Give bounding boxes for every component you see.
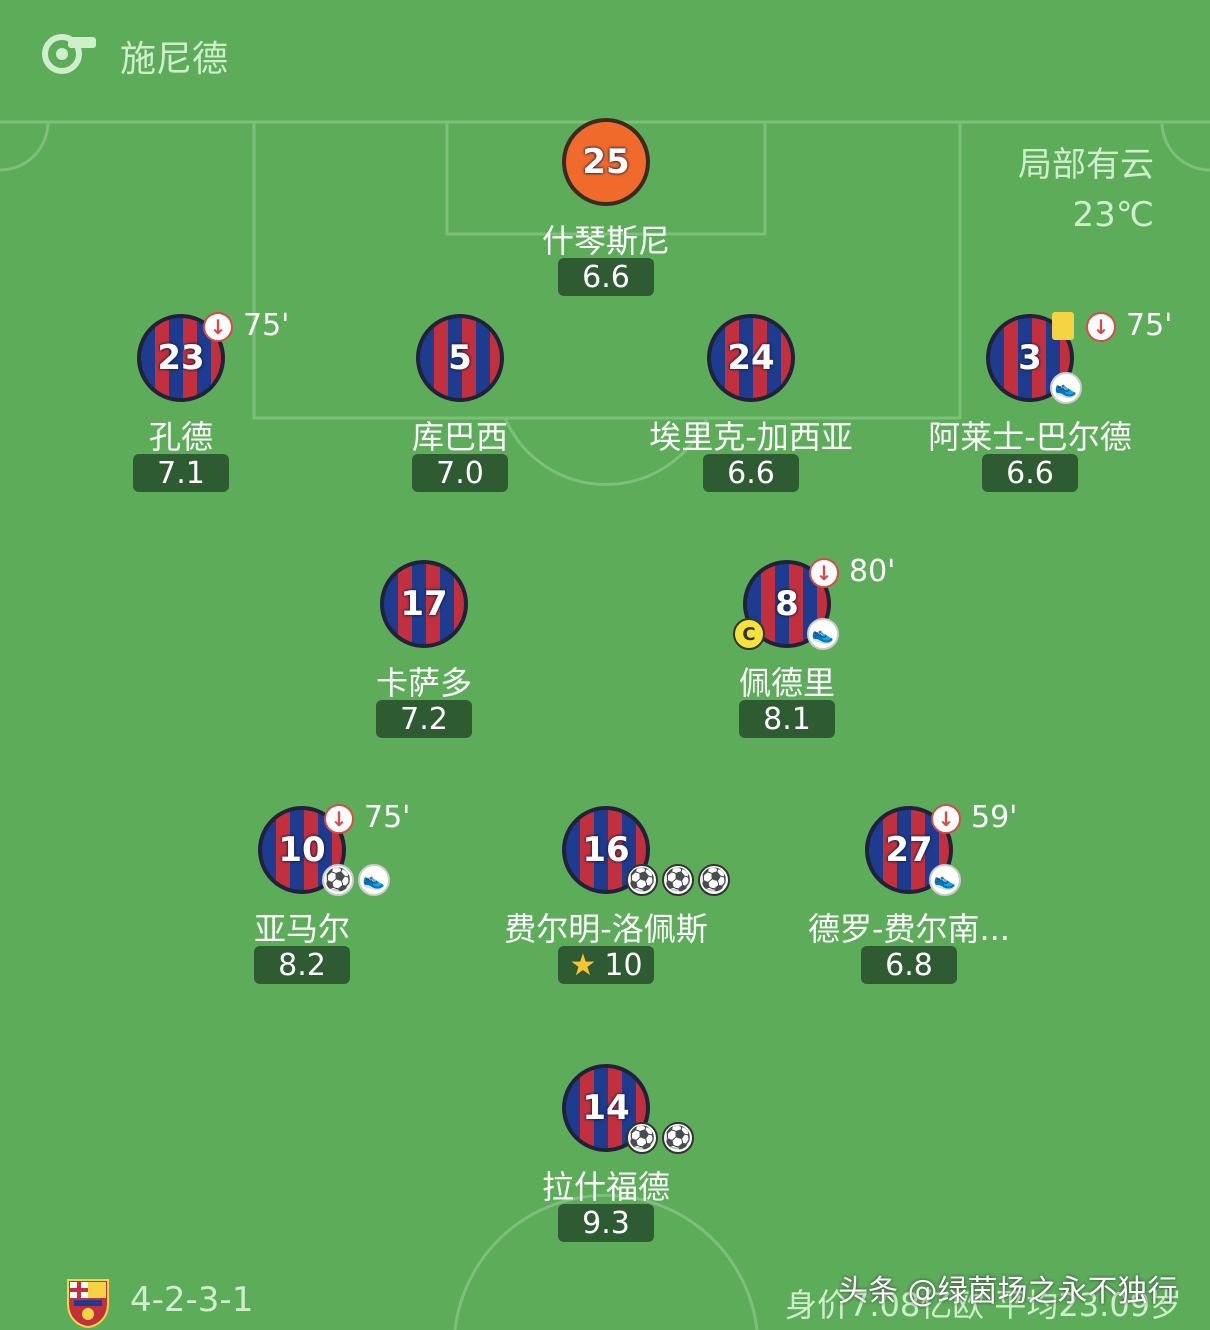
- rating-value: 7.0: [436, 455, 484, 491]
- goal-ball-icon: ⚽: [322, 864, 354, 896]
- shirt-number: 16: [582, 830, 630, 870]
- sub-minute: 59': [971, 800, 1018, 835]
- sub-minute: 75': [243, 308, 290, 343]
- assist-boot-icon: 👟: [1050, 372, 1082, 404]
- assist-boot-icon: 👟: [929, 864, 961, 896]
- weather-temperature: 23℃: [1072, 195, 1154, 235]
- header-bar: 施尼德: [0, 0, 1210, 120]
- weather-condition: 局部有云: [1018, 145, 1154, 185]
- shirt-number: 25: [582, 142, 630, 182]
- shirt-number: 24: [727, 338, 775, 378]
- shirt-badge: 25: [562, 118, 650, 206]
- shirt-number: 23: [157, 338, 205, 378]
- shirt-number: 27: [885, 830, 933, 870]
- rating-value: 7.1: [157, 455, 205, 491]
- rating-value: 6.6: [727, 455, 775, 491]
- team-crest-icon: [67, 1279, 109, 1328]
- captain-icon: C: [733, 618, 765, 650]
- player-rating: ★10: [558, 946, 654, 984]
- goal-ball-icon: ⚽: [626, 1122, 658, 1154]
- weather-info: 局部有云 23℃: [1018, 140, 1154, 240]
- player-rating: 7.2: [376, 700, 472, 738]
- player-rating: 7.0: [412, 454, 508, 492]
- shirt-badge: 5: [416, 314, 504, 402]
- assist-boot-icon: 👟: [807, 618, 839, 650]
- shirt-number: 8: [775, 584, 799, 624]
- shirt-number: 10: [278, 830, 326, 870]
- watermark: 头条 @绿茵场之永不独行: [838, 1274, 1178, 1309]
- player-name: 孔德: [148, 418, 213, 456]
- referee-name: 施尼德: [120, 39, 229, 80]
- shirt-badge: 27: [865, 806, 953, 894]
- rating-value: 8.1: [763, 701, 811, 737]
- player-name: 德罗-费尔南...: [807, 910, 1011, 948]
- sub-out-icon: ↓: [324, 804, 354, 834]
- yellow-card-icon: [1052, 312, 1074, 340]
- star-icon: ★: [569, 947, 597, 983]
- shirt-number: 17: [400, 584, 448, 624]
- rating-value: 9.3: [582, 1205, 630, 1241]
- shirt-badge: 14: [562, 1064, 650, 1152]
- sub-out-icon: ↓: [809, 558, 839, 588]
- shirt-number: 14: [582, 1088, 630, 1128]
- goal-ball-icon: ⚽: [662, 864, 694, 896]
- rating-value: 6.6: [582, 259, 630, 295]
- player-rating: 8.2: [254, 946, 350, 984]
- rating-value: 8.2: [278, 947, 326, 983]
- goal-ball-icon: ⚽: [662, 1122, 694, 1154]
- goal-ball-icon: ⚽: [698, 864, 730, 896]
- player-name: 亚马尔: [253, 910, 350, 948]
- sub-minute: 75': [1126, 308, 1173, 343]
- sub-out-icon: ↓: [931, 804, 961, 834]
- rating-value: 10: [604, 947, 643, 983]
- player-rating: 6.6: [703, 454, 799, 492]
- sub-out-icon: ↓: [203, 312, 233, 342]
- player-name: 阿莱士-巴尔德: [928, 418, 1132, 456]
- player-rating: 8.1: [739, 700, 835, 738]
- shirt-badge: 24: [707, 314, 795, 402]
- player-rating: 9.3: [558, 1204, 654, 1242]
- player-name: 拉什福德: [541, 1168, 670, 1206]
- whistle-icon: [42, 34, 96, 74]
- player-rating: 6.6: [982, 454, 1078, 492]
- player-rating: 6.6: [558, 258, 654, 296]
- sub-out-icon: ↓: [1086, 312, 1116, 342]
- shirt-badge: 17: [380, 560, 468, 648]
- team-value: 身价7.08亿欧 平均23.09岁: [785, 1286, 1183, 1324]
- player-name: 费尔明-洛佩斯: [504, 910, 708, 948]
- shirt-badge: 16: [562, 806, 650, 894]
- formation-label: 4-2-3-1: [130, 1280, 254, 1320]
- player-name: 埃里克-加西亚: [649, 418, 853, 456]
- player-rating: 6.8: [861, 946, 957, 984]
- rating-value: 6.6: [1006, 455, 1054, 491]
- shirt-number: 3: [1018, 338, 1042, 378]
- rating-value: 6.8: [885, 947, 933, 983]
- shirt-number: 5: [448, 338, 472, 378]
- player-name: 佩德里: [738, 664, 835, 702]
- rating-value: 7.2: [400, 701, 448, 737]
- player-name: 卡萨多: [375, 664, 472, 702]
- player-rating: 7.1: [133, 454, 229, 492]
- player-name: 什琴斯尼: [541, 222, 670, 260]
- sub-minute: 80': [849, 554, 896, 589]
- assist-boot-icon: 👟: [358, 864, 390, 896]
- player-name: 库巴西: [411, 418, 508, 456]
- sub-minute: 75': [364, 800, 411, 835]
- goal-ball-icon: ⚽: [626, 864, 658, 896]
